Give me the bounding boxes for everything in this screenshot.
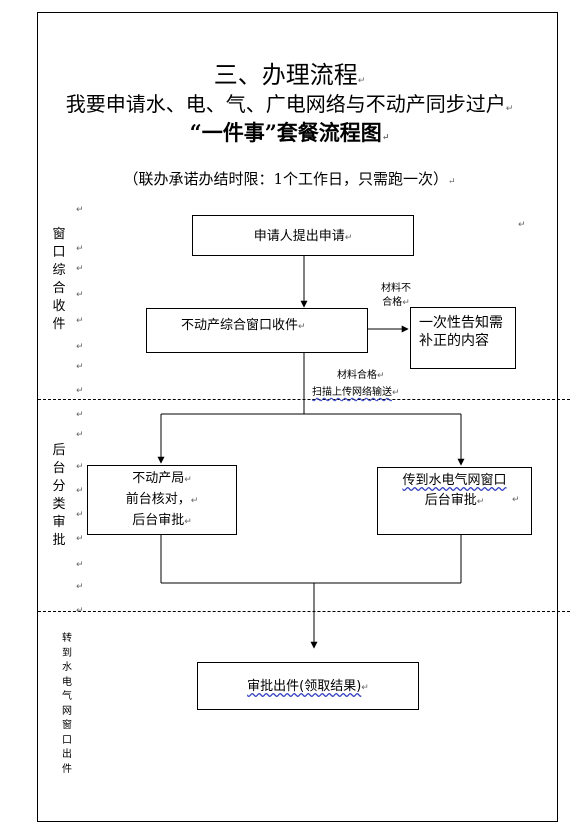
paragraph-mark: ↵ [76,362,84,372]
title-line-3: “一件事”套餐流程图↵ [189,120,390,145]
page-border-left [37,12,38,822]
paragraph-mark: ↵ [76,582,84,592]
paragraph-mark: ↵ [76,290,84,300]
paragraph-mark: ↵ [76,205,84,215]
section-label-transfer-issue: 转到水电气网窗口出件 [62,633,72,775]
page-border-right [557,12,558,822]
utility-line-1: 传到水电气网窗口 [402,473,507,488]
paragraph-mark: ↵ [76,510,84,520]
paragraph-mark: ↵ [76,386,84,396]
title-line-2: 我要申请水、电、气、广电网络与不动产同步过户↵ [65,92,514,116]
paragraph-mark: ↵ [512,495,520,505]
label-material-fail: 材料不 合格↵ [381,283,411,308]
realestate-line-2: 前台核对，↵ [125,492,199,507]
paragraph-mark: ↵ [76,462,84,472]
paragraph-mark: ↵ [518,220,526,230]
section-divider-2 [38,611,570,612]
section-label-backend-review: 后台分类审批 [52,443,66,548]
paragraph-mark: ↵ [76,606,84,616]
paragraph-mark: ↵ [76,316,84,326]
paragraph-mark: ↵ [76,410,84,420]
paragraph-mark: ↵ [76,534,84,544]
page-border-bottom [37,821,557,822]
paragraph-mark: ↵ [76,244,84,254]
paragraph-mark: ↵ [76,342,84,352]
title-line-1: 三、办理流程↵ [213,61,366,89]
realestate-line-1: 不动产局↵ [132,471,192,486]
box-intake: 不动产综合窗口收件↵ [146,308,368,353]
section-label-window-intake: 窗口综合收件 [52,227,66,332]
label-scan-upload: 扫描上传网络输送↵ [312,387,400,398]
realestate-line-3: 后台审批↵ [132,513,192,528]
box-issue: 审批出件(领取结果)↵ [197,662,419,710]
paragraph-mark: ↵ [76,430,84,440]
box-utility-review: 传到水电气网窗口 后台审批↵ [377,467,532,535]
paragraph-mark: ↵ [76,264,84,274]
box-notify: 一次性告知需补正的内容 [410,307,516,369]
subtitle-time-limit: （联办承诺办结时限：1个工作日，只需跑一次）↵ [123,170,456,188]
paragraph-mark: ↵ [76,486,84,496]
utility-line-2: 后台审批↵ [424,493,485,508]
label-material-pass: 材料合格↵ [337,370,385,381]
box-realestate-review: 不动产局↵ 前台核对，↵ 后台审批↵ [87,465,237,535]
page-border-top [37,12,557,13]
paragraph-mark: ↵ [76,560,84,570]
box-apply: 申请人提出申请↵ [192,215,414,256]
